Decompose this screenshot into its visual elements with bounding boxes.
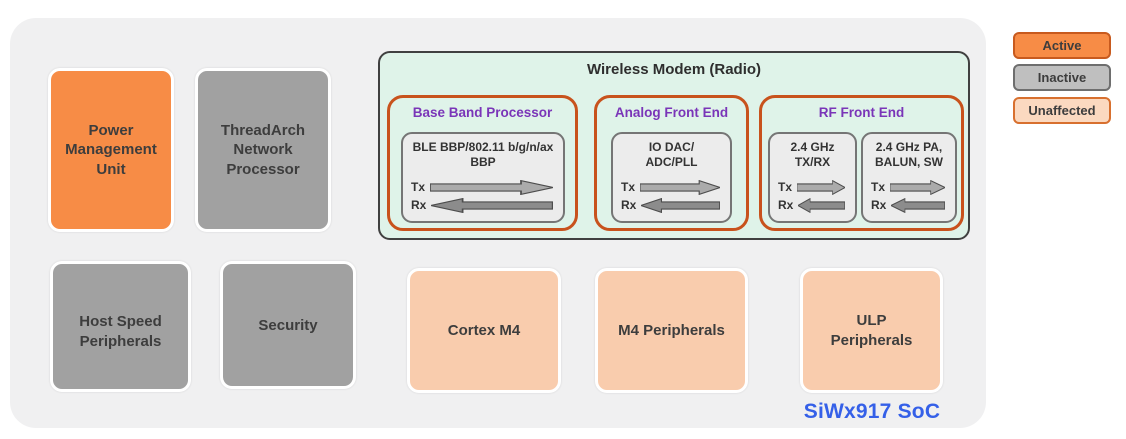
unit-ble-bbp: BLE BBP/802.11 b/g/n/ax BBP Tx Rx <box>401 132 565 223</box>
unit-label: BLE BBP/802.11 b/g/n/ax BBP <box>412 140 554 169</box>
tx-label: Tx <box>621 180 636 194</box>
tx-row: Tx <box>411 179 553 195</box>
soc-container: Power Management Unit ThreadArch Network… <box>10 18 986 428</box>
section-title: RF Front End <box>818 105 905 120</box>
rx-row: Rx <box>871 197 945 213</box>
block-cortex-m4: Cortex M4 <box>407 268 561 393</box>
tx-arrow-icon <box>640 179 720 195</box>
wireless-modem-container: Wireless Modem (Radio) Base Band Process… <box>378 51 970 240</box>
block-label: Cortex M4 <box>447 321 521 339</box>
rx-arrow-icon <box>798 197 845 213</box>
block-security: Security <box>220 261 356 389</box>
block-label: Host Speed Peripherals <box>79 313 162 350</box>
signal-rows: Tx Rx <box>863 179 955 221</box>
block-host-speed-peripherals: Host Speed Peripherals <box>50 261 191 392</box>
section-title: Base Band Processor <box>412 105 553 120</box>
unit-24ghz-txrx: 2.4 GHz TX/RX Tx Rx <box>768 132 857 223</box>
rx-arrow-icon <box>431 197 553 213</box>
rx-label: Rx <box>778 198 794 212</box>
rx-label: Rx <box>871 198 887 212</box>
signal-rows: Tx Rx <box>403 179 563 221</box>
block-label: ULP Peripherals <box>830 312 913 349</box>
section-rf-front-end: RF Front End 2.4 GHz TX/RX Tx Rx <box>759 95 964 231</box>
unit-label: 2.4 GHz TX/RX <box>790 140 835 169</box>
tx-row: Tx <box>871 179 945 195</box>
signal-rows: Tx Rx <box>770 179 855 221</box>
block-ulp-peripherals: ULP Peripherals <box>800 268 943 393</box>
unit-io-dac-adc-pll: IO DAC/ ADC/PLL Tx Rx <box>611 132 732 223</box>
rx-row: Rx <box>621 197 720 213</box>
tx-row: Tx <box>621 179 720 195</box>
legend-item-inactive: Inactive <box>1013 64 1111 91</box>
tx-arrow-icon <box>797 179 845 195</box>
tx-arrow-icon <box>430 179 553 195</box>
unit-24ghz-pa-balun-sw: 2.4 GHz PA, BALUN, SW Tx Rx <box>861 132 957 223</box>
unit-label: IO DAC/ ADC/PLL <box>645 140 698 169</box>
block-m4-peripherals: M4 Peripherals <box>595 268 748 393</box>
section-analog-front-end: Analog Front End IO DAC/ ADC/PLL Tx Rx <box>594 95 749 231</box>
rx-row: Rx <box>778 197 845 213</box>
unit-label: 2.4 GHz PA, BALUN, SW <box>875 140 943 169</box>
tx-row: Tx <box>778 179 845 195</box>
tx-label: Tx <box>871 180 886 194</box>
tx-label: Tx <box>778 180 793 194</box>
legend-item-unaffected: Unaffected <box>1013 97 1111 124</box>
rx-label: Rx <box>621 198 637 212</box>
soc-name-label: SiWx917 SoC <box>803 400 941 423</box>
block-label: Power Management Unit <box>65 121 157 178</box>
tx-label: Tx <box>411 180 426 194</box>
block-label: Security <box>258 317 318 334</box>
signal-rows: Tx Rx <box>613 179 730 221</box>
block-power-management-unit: Power Management Unit <box>48 68 174 232</box>
block-threadarch-network-processor: ThreadArch Network Processor <box>195 68 331 232</box>
section-base-band-processor: Base Band Processor BLE BBP/802.11 b/g/n… <box>387 95 578 231</box>
rx-label: Rx <box>411 198 427 212</box>
block-label: M4 Peripherals <box>618 321 725 339</box>
rx-row: Rx <box>411 197 553 213</box>
block-label: ThreadArch Network Processor <box>220 121 306 178</box>
rx-arrow-icon <box>891 197 945 213</box>
wireless-modem-title: Wireless Modem (Radio) <box>586 61 762 78</box>
legend-item-active: Active <box>1013 32 1111 59</box>
rx-arrow-icon <box>641 197 720 213</box>
section-title: Analog Front End <box>614 105 729 120</box>
tx-arrow-icon <box>890 179 945 195</box>
